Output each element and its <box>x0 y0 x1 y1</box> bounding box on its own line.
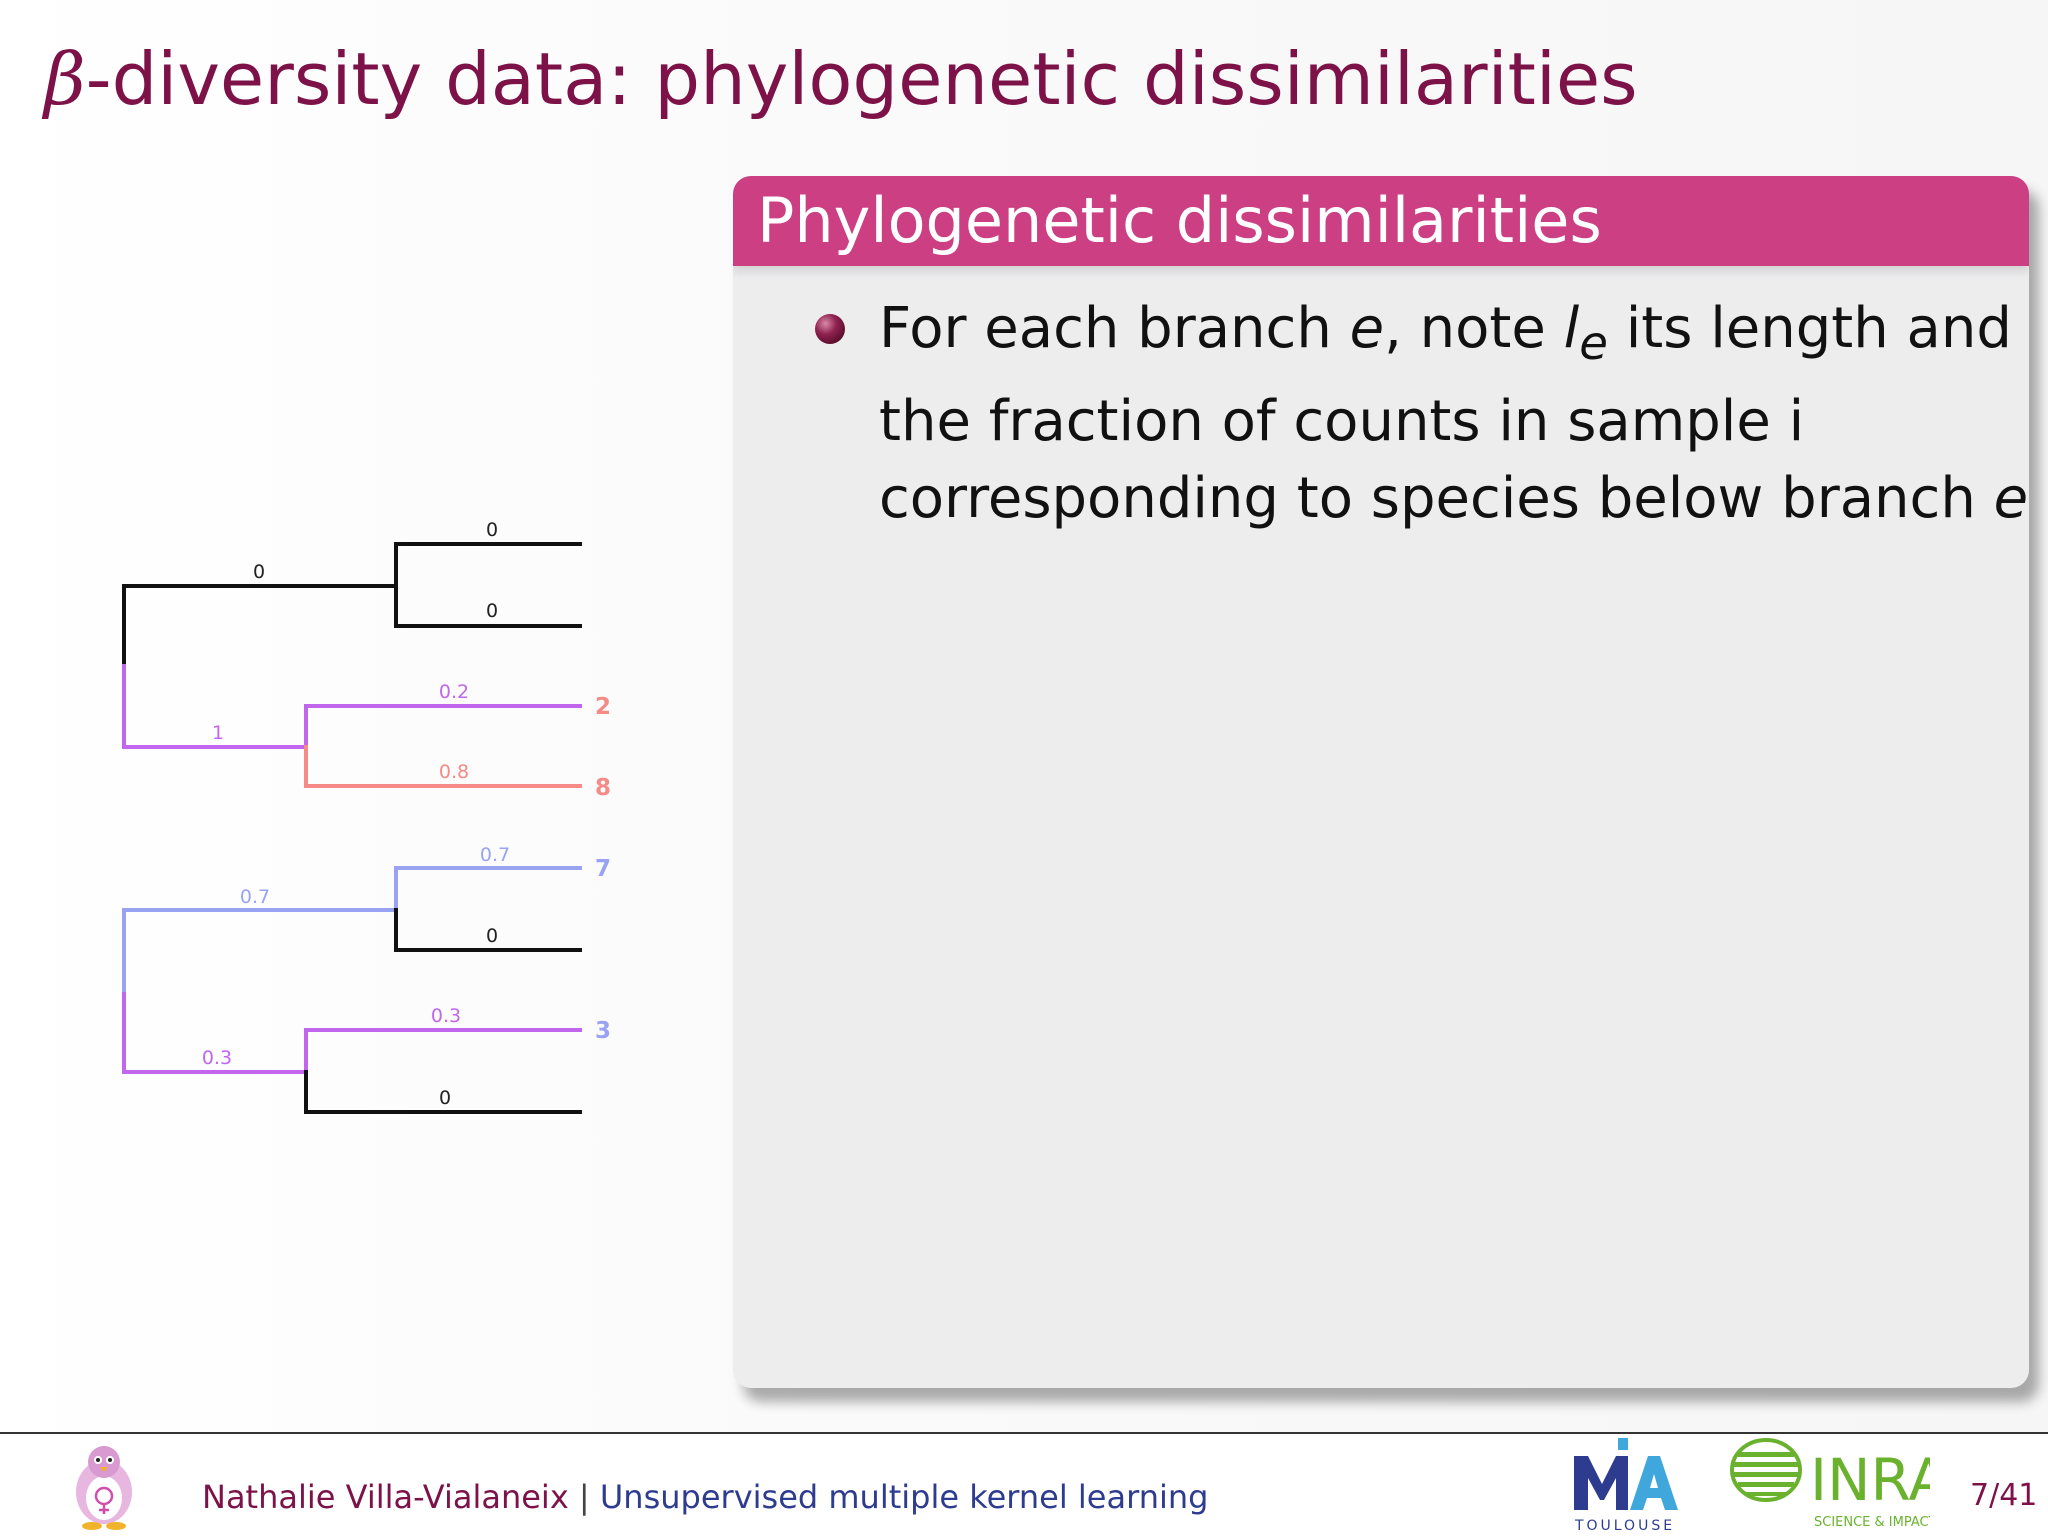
text-run: corresponding to species below branch <box>879 466 1994 532</box>
footer-separator: | <box>568 1478 600 1516</box>
branch-label: 0 <box>253 561 265 583</box>
mia-toulouse-logo: TOULOUSE <box>1574 1438 1678 1534</box>
branch-label: 0.8 <box>439 761 469 783</box>
leaf-count: 7 <box>595 856 611 882</box>
bullet-line-3: corresponding to species below branch e. <box>879 460 2029 537</box>
penguin-mascot-icon <box>76 1446 132 1530</box>
math-e: e <box>1993 466 2029 532</box>
math-l: l <box>1563 296 1580 361</box>
branch-label: 0.3 <box>202 1047 232 1069</box>
leaf-count: 2 <box>595 694 611 720</box>
block-title: Phylogenetic dissimilarities <box>733 176 2029 266</box>
bullet-line-2: the fraction of counts in sample i <box>879 389 1805 455</box>
mia-logo-sub: TOULOUSE <box>1574 1518 1675 1534</box>
math-e: e <box>1349 296 1385 361</box>
title-text: -diversity data: phylogenetic dissimilar… <box>85 37 1638 121</box>
text-run: For each branch <box>879 296 1350 361</box>
inra-logo: INRA SCIENCE & IMPACT <box>1730 1438 1930 1530</box>
footer-caption: Nathalie Villa-Vialaneix | Unsupervised … <box>202 1478 1208 1516</box>
branch-label: 0 <box>486 925 498 947</box>
bullet-ball-icon <box>815 314 845 344</box>
branch-label: 0.7 <box>240 886 270 908</box>
bullet-item: For each branch e, note le its length an… <box>815 290 2029 537</box>
text-run: its length and <box>1607 296 2029 361</box>
inra-tagline: SCIENCE & IMPACT <box>1814 1515 1930 1530</box>
bullet-line-1: For each branch e, note le its length an… <box>879 290 2012 383</box>
branch-label: 0 <box>439 1087 451 1109</box>
talk-title: Unsupervised multiple kernel learning <box>599 1478 1209 1516</box>
text-run: , note <box>1384 296 1564 361</box>
footer-divider <box>0 1432 2048 1434</box>
branch-label: 0.2 <box>439 681 469 703</box>
branch-label: 0 <box>486 600 498 622</box>
branch-label: 0 <box>486 519 498 541</box>
leaf-count: 3 <box>595 1018 611 1044</box>
leaf-count: 8 <box>595 775 611 801</box>
block-body: For each branch e, note le its length an… <box>733 266 2029 537</box>
footer: Nathalie Villa-Vialaneix | Unsupervised … <box>0 1434 2048 1536</box>
definition-block: Phylogenetic dissimilarities For each br… <box>733 176 2029 1388</box>
branch-label: 1 <box>212 722 224 744</box>
author-name: Nathalie Villa-Vialaneix <box>202 1478 569 1516</box>
math-l-subscript: e <box>1579 317 1608 372</box>
phylogenetic-tree: 0 0 0 1 0.2 0.8 0.7 0.7 0 0.3 0.3 0 2 8 … <box>122 519 611 1114</box>
branch-label: 0.3 <box>431 1005 461 1027</box>
slide-title: β-diversity data: phylogenetic dissimila… <box>44 36 1638 122</box>
branch-label: 0.7 <box>480 844 510 866</box>
inra-wordmark: INRA <box>1810 1446 1930 1514</box>
page-number: 7/41 <box>1970 1478 2038 1513</box>
title-beta-symbol: β <box>44 37 86 121</box>
text-run: . <box>2028 466 2029 531</box>
